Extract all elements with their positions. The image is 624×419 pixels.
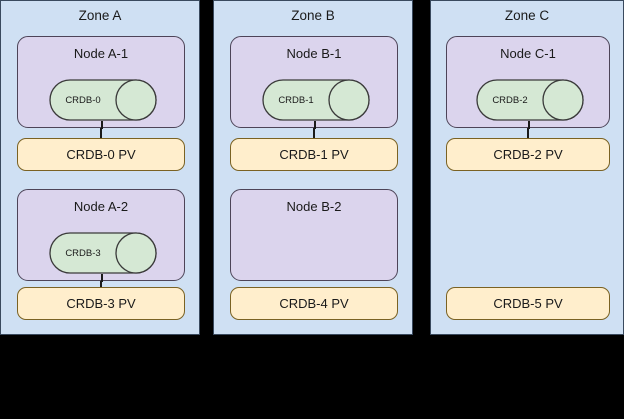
node-c-1-title: Node C-1: [500, 46, 556, 61]
pv-crdb-3-label: CRDB-3 PV: [66, 295, 136, 311]
pv-crdb-1[interactable]: CRDB-1 PV: [230, 138, 398, 171]
zone-a: Zone A Node A-1 CRDB-0 CRDB-0 PV Node A-…: [0, 0, 200, 335]
connector-node-c-1-to-pv: [528, 121, 530, 129]
node-a-2-title: Node A-2: [73, 199, 129, 214]
cylinder-icon: [262, 79, 370, 121]
connector-node-a-1-to-pv: [101, 121, 103, 129]
node-a-2[interactable]: Node A-2 CRDB-3: [17, 189, 185, 282]
pod-crdb-1[interactable]: CRDB-1: [262, 79, 370, 121]
connector-b-1-gap: [313, 128, 315, 138]
cylinder-icon: [49, 232, 157, 274]
connector-a-1-gap: [100, 128, 102, 138]
node-b-2-title: Node B-2: [286, 199, 342, 214]
connector-node-a-2-to-pv: [101, 274, 103, 282]
zone-b-title: Zone B: [291, 8, 335, 23]
node-b-1[interactable]: Node B-1 CRDB-1: [230, 36, 398, 129]
node-b-2[interactable]: Node B-2: [230, 189, 398, 281]
pv-crdb-0-label: CRDB-0 PV: [66, 146, 136, 162]
zone-c: Zone C Node C-1 CRDB-2 CRDB-2 PV CRDB-5 …: [430, 0, 624, 335]
pod-crdb-0[interactable]: CRDB-0: [49, 79, 157, 121]
node-c-1[interactable]: Node C-1 CRDB-2: [446, 36, 610, 129]
node-a-1-title: Node A-1: [73, 46, 129, 61]
node-b-1-title: Node B-1: [286, 46, 342, 61]
zone-a-title: Zone A: [78, 8, 122, 23]
pv-crdb-1-label: CRDB-1 PV: [279, 146, 349, 162]
pv-crdb-4[interactable]: CRDB-4 PV: [230, 287, 398, 320]
zone-c-title: Zone C: [504, 8, 550, 23]
pod-crdb-3[interactable]: CRDB-3: [49, 232, 157, 274]
pv-crdb-5[interactable]: CRDB-5 PV: [446, 287, 610, 320]
connector-c-1-gap: [527, 128, 529, 138]
connector-a-2-gap: [100, 281, 102, 291]
pv-crdb-3[interactable]: CRDB-3 PV: [17, 287, 185, 320]
cylinder-icon: [49, 79, 157, 121]
cylinder-icon: [476, 79, 584, 121]
pv-crdb-0[interactable]: CRDB-0 PV: [17, 138, 185, 171]
connector-node-b-1-to-pv: [314, 121, 316, 129]
node-a-1[interactable]: Node A-1 CRDB-0: [17, 36, 185, 129]
pv-crdb-2[interactable]: CRDB-2 PV: [446, 138, 610, 171]
pv-crdb-2-label: CRDB-2 PV: [493, 146, 563, 162]
pv-crdb-5-label: CRDB-5 PV: [493, 295, 563, 311]
pod-crdb-2[interactable]: CRDB-2: [476, 79, 584, 121]
zone-b: Zone B Node B-1 CRDB-1 CRDB-1 PV Node B-…: [213, 0, 413, 335]
pv-crdb-4-label: CRDB-4 PV: [279, 295, 349, 311]
